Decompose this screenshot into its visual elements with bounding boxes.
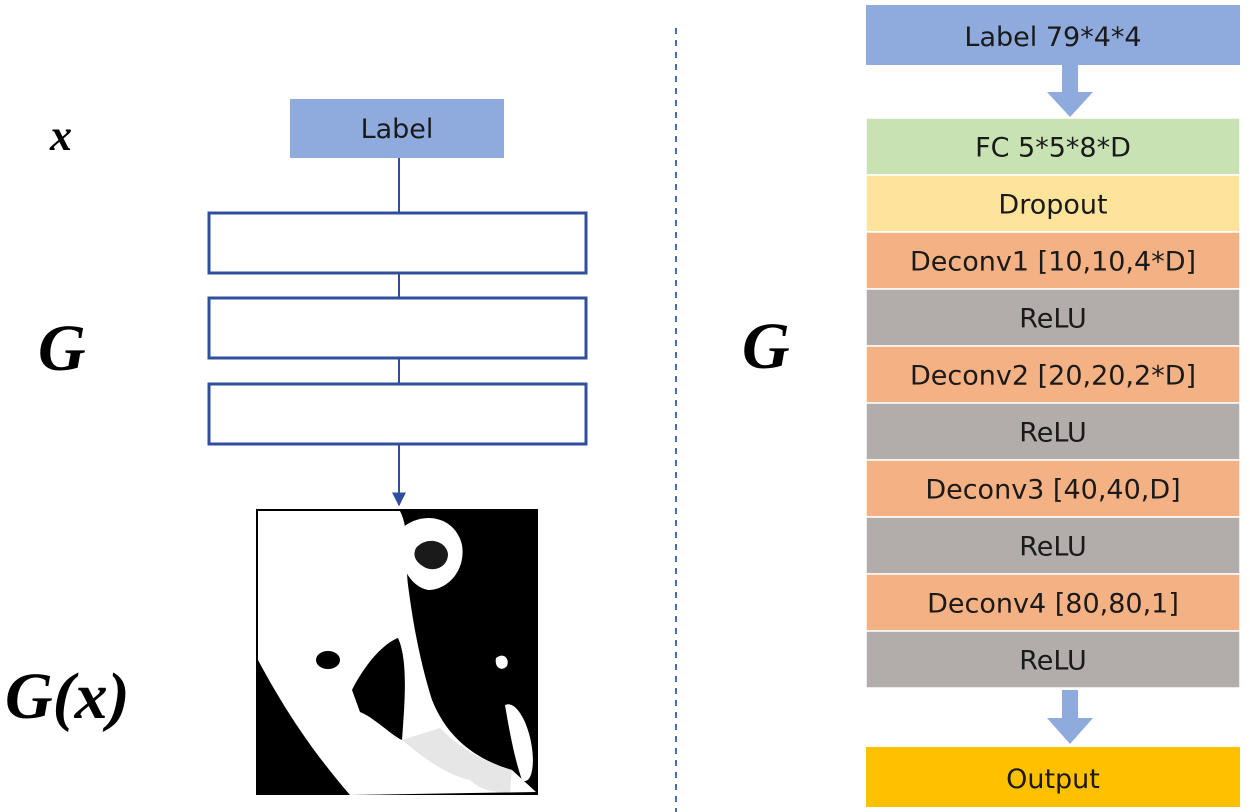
layer-label: Deconv4 [80,80,1] [927,589,1179,620]
down-arrow [1047,65,1093,117]
layer-label: Deconv3 [40,40,D] [925,475,1180,506]
layer-box [865,573,1241,632]
hidden-layer-box [207,382,588,446]
layer-label: ReLU [1019,646,1087,677]
output-box [866,747,1240,807]
layer-label: Deconv2 [20,20,2*D] [910,361,1196,392]
output-box-text: Output [1006,764,1100,795]
layer-box [865,402,1241,461]
layer-label: ReLU [1019,532,1087,563]
label-box [290,99,504,158]
left-panel: x G G(x) Label [5,99,588,795]
input-label-box [866,5,1240,65]
right-panel: G Label 79*4*4 FC 5*5*8*D DropoutDeconv1 … [742,5,1241,807]
layer-label: Deconv1 [10,10,4*D] [910,247,1196,278]
hidden-layer-box [207,211,588,275]
layer-label: FC 5*5*8*D [975,133,1131,164]
layer-box [865,516,1241,575]
generated-image [256,509,538,795]
input-symbol-x: x [49,111,72,160]
layer-label: ReLU [1019,418,1087,449]
hidden-layer-box [207,296,588,360]
down-arrow [1047,690,1093,744]
generator-symbol-left: G [38,312,86,385]
output-symbol-gx: G(x) [5,660,130,733]
layer-box [865,345,1241,404]
layer-label: ReLU [1019,304,1087,335]
layer-box [865,459,1241,518]
layer-label: Dropout [998,190,1107,221]
label-box-text: Label [361,114,434,145]
generator-symbol-right: G [742,310,790,383]
layer-box [865,630,1241,689]
input-label-box-text: Label 79*4*4 [964,22,1141,53]
